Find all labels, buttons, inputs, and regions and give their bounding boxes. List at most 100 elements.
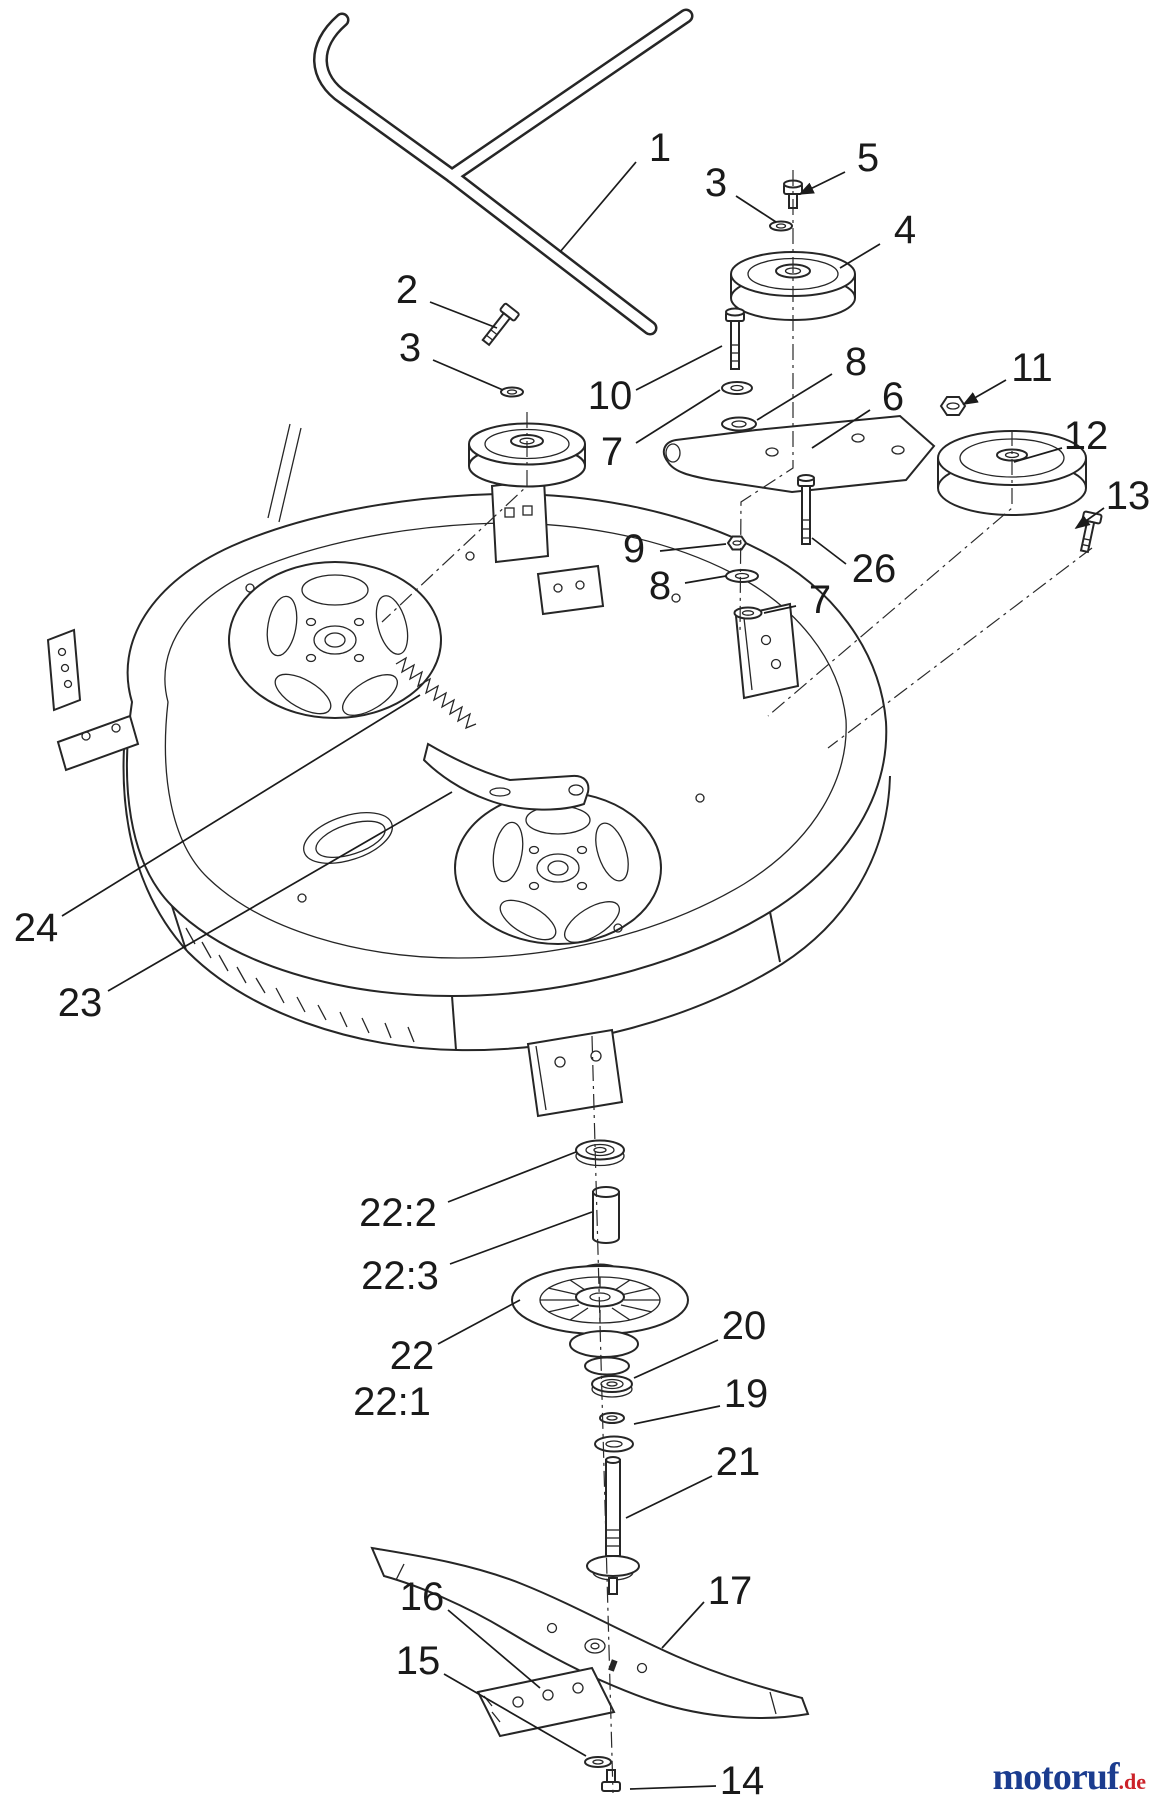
leader-line-3 (432, 359, 504, 391)
callout-label-16: 16 (399, 1575, 445, 1619)
nut-11 (939, 396, 967, 416)
leader-line-9 (659, 543, 727, 552)
bearing-22-2 (575, 1139, 625, 1161)
callout-label-7: 7 (808, 578, 832, 622)
bolt-10 (725, 307, 745, 370)
leader-line-16 (447, 1609, 541, 1689)
leader-line-22 (437, 1299, 521, 1345)
blade-17 (370, 1546, 810, 1719)
callout-label-22-3: 22:3 (361, 1254, 439, 1298)
leader-line-21 (625, 1475, 713, 1519)
bolt-13 (1079, 510, 1103, 554)
washer-19a (599, 1412, 625, 1424)
idler-bracket-6 (662, 414, 936, 494)
spindle-plate-right (454, 791, 662, 945)
callout-label-7: 7 (600, 430, 624, 474)
washer-8-upper (721, 416, 757, 432)
reinforcement-plate-16 (476, 1666, 616, 1738)
callout-label-15: 15 (395, 1639, 441, 1683)
callout-label-2: 2 (395, 268, 419, 312)
leader-line-6 (811, 409, 871, 449)
leader-line-22-2 (447, 1151, 577, 1203)
callout-label-9: 9 (622, 527, 646, 571)
washer-8-lower (725, 569, 759, 583)
leader-line-24 (61, 694, 421, 917)
leader-line-11 (962, 379, 1007, 405)
callout-label-8: 8 (648, 564, 672, 608)
washer-7-lower (733, 606, 763, 620)
leader-lines (61, 161, 1105, 1790)
leader-line-14 (629, 1785, 717, 1790)
bearing-20 (591, 1375, 633, 1393)
callout-label-22: 22 (389, 1334, 435, 1378)
bolt-14 (601, 1769, 621, 1792)
deck-bracket-bottom (526, 1028, 624, 1118)
washer-15 (584, 1756, 612, 1768)
washer-19b (594, 1435, 634, 1453)
spindle-housing-22 (511, 1263, 689, 1376)
blade-assembly (370, 1546, 810, 1792)
leader-line-4 (839, 243, 881, 269)
leader-line-12 (1013, 447, 1063, 463)
callout-label-22-2: 22:2 (359, 1191, 437, 1235)
leader-line-23 (107, 791, 453, 992)
washer-3-top (769, 220, 793, 232)
leader-line-15 (443, 1673, 587, 1757)
logo-tld: .de (1118, 1769, 1147, 1794)
leader-line-20 (633, 1339, 719, 1379)
callout-label-22-1: 22:1 (353, 1380, 431, 1424)
callout-label-23: 23 (57, 981, 103, 1025)
centerlines (381, 170, 1093, 1794)
callout-label-11: 11 (1011, 346, 1053, 390)
leader-line-8 (684, 575, 727, 584)
deck-arm-left (56, 714, 140, 772)
washer-3-left (500, 386, 524, 398)
callout-label-8: 8 (844, 340, 868, 384)
rim-hatching (185, 927, 415, 1043)
callout-label-21: 21 (715, 1440, 761, 1484)
bolt-2 (481, 302, 520, 347)
callout-label-6: 6 (881, 375, 905, 419)
callout-label-14: 14 (719, 1759, 765, 1800)
leader-line-1 (559, 161, 637, 253)
callout-label-3: 3 (398, 326, 422, 370)
leader-line-7 (763, 605, 797, 614)
logo-brand: motoruf (992, 1756, 1120, 1798)
leader-line-2 (429, 301, 498, 329)
leader-line-10 (635, 345, 723, 391)
callout-label-10: 10 (587, 374, 633, 418)
leader-line-22-3 (449, 1211, 593, 1265)
spacer-22-3 (592, 1191, 620, 1244)
deck-bracket-mid (536, 564, 605, 616)
idler-spring (395, 656, 477, 730)
pulleys-and-hardware (468, 179, 1103, 620)
leader-line-8 (756, 373, 833, 421)
spindle-plate-left (228, 561, 442, 719)
leader-line-7 (635, 389, 721, 444)
nut-9 (726, 535, 748, 551)
motoruf-logo[interactable]: motoruf.de (993, 1758, 1146, 1796)
spindle-shaft-21 (586, 1456, 640, 1595)
callout-label-1: 1 (648, 126, 672, 170)
deck-channel-right (734, 602, 800, 700)
callout-label-26: 26 (851, 547, 897, 591)
idler-arm (422, 742, 590, 811)
callout-label-19: 19 (723, 1372, 769, 1416)
leader-line-17 (661, 1601, 705, 1649)
bolt-26 (797, 474, 815, 545)
spindle-assembly (511, 1139, 689, 1595)
callout-label-3: 3 (704, 161, 728, 205)
deck-tab-left (46, 628, 82, 712)
drive-belt (313, 8, 694, 336)
leader-line-5 (798, 171, 846, 195)
leader-line-13 (1074, 507, 1105, 529)
leader-line-3 (735, 195, 777, 223)
deck-opening (303, 812, 393, 864)
callout-label-5: 5 (856, 136, 880, 180)
callout-label-13: 13 (1105, 474, 1151, 518)
leader-line-19 (633, 1405, 721, 1425)
callout-label-20: 20 (721, 1304, 767, 1348)
leader-line-26 (811, 537, 847, 565)
mower-deck (46, 423, 891, 1118)
